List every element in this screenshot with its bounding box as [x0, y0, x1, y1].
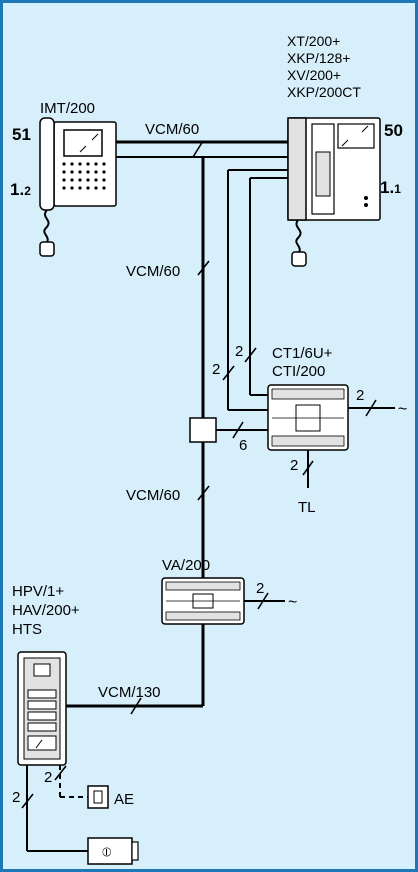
xt-cord-icon	[295, 219, 302, 255]
lock-icon: ⦶	[102, 844, 112, 859]
xt-speaker-grille	[315, 151, 331, 197]
slash-bottom	[130, 697, 142, 715]
ct1-name-line-2: CTI/200	[272, 363, 325, 380]
lock-device	[87, 837, 139, 865]
cable-count-ct-b: 2	[235, 343, 243, 360]
slash-ct-tl	[302, 460, 314, 476]
slash-ct-a	[222, 365, 235, 381]
cable-count-va-power: 2	[256, 580, 264, 597]
hpv-name-line-3: HTS	[12, 621, 42, 638]
imt-screen	[63, 129, 103, 157]
cable-count-ct-power: 2	[356, 387, 364, 404]
cable-label-mid-vertical: VCM/60	[126, 487, 180, 504]
ae-button-device	[87, 785, 109, 809]
slash-lock	[21, 793, 34, 809]
xt-name-line-2: XKP/128+	[287, 50, 350, 66]
cable-label-left-vertical: VCM/60	[126, 263, 180, 280]
cable-count-lock: 2	[12, 789, 20, 806]
cable-label-bottom: VCM/130	[98, 684, 161, 701]
imt-handset-icon	[39, 117, 55, 211]
imt-keypad	[62, 162, 106, 190]
imt-ref-label: 51	[12, 125, 31, 144]
junction-box	[189, 417, 217, 443]
cable-count-junction-ct: 6	[239, 437, 247, 454]
slash-left-vertical	[197, 260, 210, 276]
imt-sub-label: 1.2	[10, 180, 31, 199]
imt-cord-icon	[43, 209, 50, 245]
slash-ct-b	[244, 347, 257, 363]
ct-ac-symbol: ~	[398, 401, 407, 418]
cable-count-ae: 2	[44, 769, 52, 786]
hpv-panel-device	[17, 651, 67, 766]
hpv-name-line-1: HPV/1+	[12, 583, 64, 600]
xt-name-line-4: XKP/200CT	[287, 84, 361, 100]
cable-count-ct-tl: 2	[290, 457, 298, 474]
ct1-name-line-1: CT1/6U+	[272, 345, 333, 362]
imt-monitor-device	[39, 117, 117, 257]
hpv-buttons	[27, 689, 57, 751]
xt-monitor-device	[287, 117, 381, 267]
xt-name-line-1: XT/200+	[287, 33, 340, 49]
va-ac-symbol: ~	[288, 594, 297, 611]
xt-ref-label: 50	[384, 121, 403, 140]
xt-sub-label: 1.1	[380, 178, 401, 197]
imt-name-label: IMT/200	[40, 100, 95, 117]
ct1-device	[267, 384, 349, 451]
hpv-camera-icon	[33, 663, 51, 677]
slash-junction-ct	[232, 421, 244, 439]
cable-label-top: VCM/60	[145, 121, 199, 138]
xt-name-line-3: XV/200+	[287, 67, 341, 83]
va-name-label: VA/200	[162, 557, 210, 574]
xt-handset-slot	[287, 117, 307, 221]
hpv-name-line-2: HAV/200+	[12, 602, 80, 619]
wiring	[26, 140, 395, 852]
va-device	[161, 577, 245, 625]
slash-va-power	[257, 592, 269, 610]
slash-top	[192, 140, 204, 158]
ae-label: AE	[114, 791, 134, 808]
tl-label: TL	[298, 499, 316, 516]
slash-ae	[54, 765, 67, 781]
cable-slash-marks	[21, 140, 377, 809]
slash-ct-power	[365, 399, 377, 417]
slash-mid-vertical	[197, 485, 210, 501]
cable-count-ct-a: 2	[212, 361, 220, 378]
